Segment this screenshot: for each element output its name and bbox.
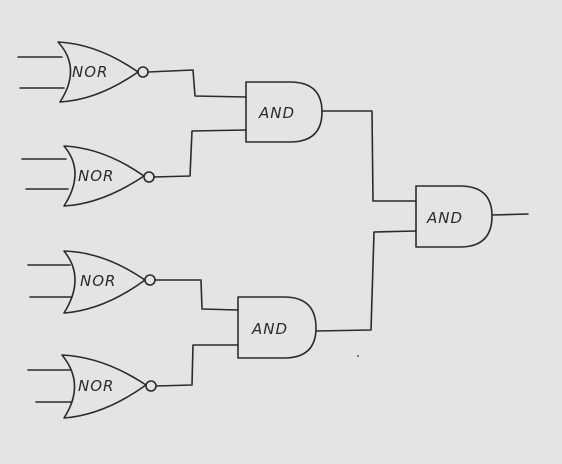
wire-nor4-to-and2 xyxy=(155,344,239,387)
and-gate-3-label: AND xyxy=(426,209,463,227)
wire-nor3-to-and2 xyxy=(154,279,239,311)
wire-and2-to-and3 xyxy=(315,230,417,332)
nor-gate-3-body xyxy=(63,250,146,314)
and-gate-3-body xyxy=(415,185,493,248)
and-gate-1-label: AND xyxy=(258,104,295,122)
nor-gate-3-label: NOR xyxy=(80,272,116,290)
nor-gate-1-body xyxy=(57,41,139,103)
nor-gate-4-body xyxy=(61,354,147,419)
nor-gate-1: NOR xyxy=(17,41,149,103)
nor-gate-4-label: NOR xyxy=(78,377,114,395)
wire-nor1-to-and1 xyxy=(147,69,247,98)
nor-gate-1-label: NOR xyxy=(72,63,108,81)
nor-gate-1-inversion-bubble xyxy=(137,66,149,78)
nor-gate-2-label: NOR xyxy=(78,167,114,185)
and-gate-3-output xyxy=(491,213,529,216)
and-gate-3: AND xyxy=(415,185,529,248)
and-gate-1: AND xyxy=(245,81,323,143)
wire-nor2-to-and1 xyxy=(153,129,247,178)
and-gate-2: AND xyxy=(237,296,317,359)
nor-gate-2: NOR xyxy=(21,145,155,207)
wire-and1-to-and3 xyxy=(321,110,417,202)
and-gate-2-label: AND xyxy=(251,320,288,338)
nor-gate-3: NOR xyxy=(27,250,156,314)
nor-gate-3-inversion-bubble xyxy=(144,274,156,286)
nor-gate-4: NOR xyxy=(27,354,157,419)
nor-gate-4-inversion-bubble xyxy=(145,380,157,392)
nor-gate-2-body xyxy=(63,145,145,207)
pencil-dot xyxy=(357,355,359,357)
and-gate-1-body xyxy=(245,81,323,143)
and-gate-2-body xyxy=(237,296,317,359)
nor-gate-2-inversion-bubble xyxy=(143,171,155,183)
